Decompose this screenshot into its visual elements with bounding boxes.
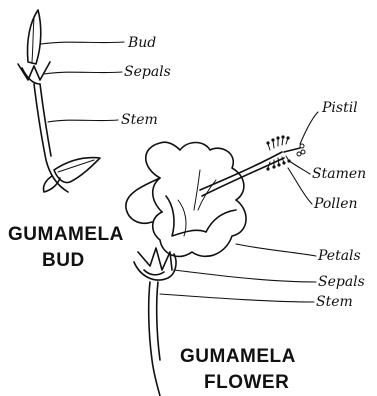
bud-drawing (18, 10, 100, 192)
petals-label: Petals (317, 248, 361, 264)
flower-title-line1: GUMAMELA (180, 346, 296, 367)
flower-stem-label: Stem (316, 294, 353, 310)
bud-title-line1: GUMAMELA (8, 224, 124, 245)
bud-label: Bud (127, 35, 156, 51)
bud-title-line2: BUD (42, 250, 85, 271)
pollen-label: Pollen (313, 196, 358, 212)
flower-title-line2: FLOWER (204, 372, 289, 393)
bud-stem-label: Stem (121, 112, 158, 128)
bud-sepals-label: Sepals (124, 64, 171, 80)
pistil-label: Pistil (321, 100, 358, 116)
flower-sepals-label: Sepals (318, 274, 365, 290)
stamen-label: Stamen (312, 166, 366, 182)
